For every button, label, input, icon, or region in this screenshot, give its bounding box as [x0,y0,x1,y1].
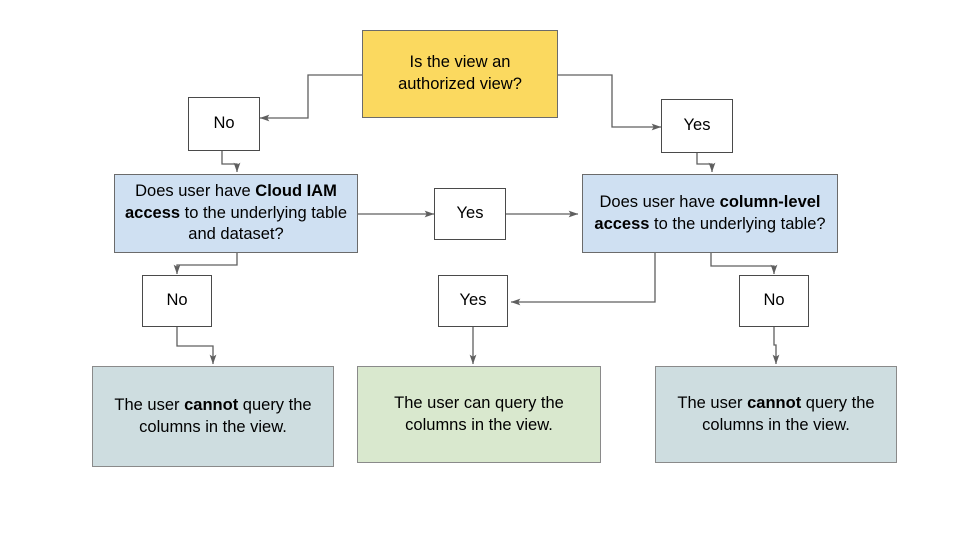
seg-bold-cannot-right: cannot [747,393,802,412]
seg-plain-9: query the columns in the view. [702,393,875,434]
decision-line-2: authorized view? [398,75,522,93]
result-cannot-query-right: The user cannot query the columns in the… [655,366,897,463]
label-no-left-text: No [166,291,188,310]
seg-plain-2: to the underlying table and dataset? [180,203,347,244]
edge-no-to-result-cannot-right [772,327,780,365]
seg-plain-8: The user [677,393,748,412]
seg-bold-cloud-iam: Cloud IAM access [124,181,337,222]
decision-column-level-access[interactable]: Does user have column-level access to th… [582,174,838,253]
label-no-right-text: No [763,291,785,310]
label-no-top[interactable]: No [188,97,260,151]
result-cannot-right-text: The user cannot query the columns in the… [656,393,896,437]
decision-cloud-iam-access[interactable]: Does user have Cloud IAM access to the u… [114,174,358,253]
edge-column-level-to-yes [510,253,656,306]
edge-cloud-iam-to-no [173,253,238,275]
edge-column-level-to-no [710,253,778,275]
result-cannot-left-text: The user cannot query the columns in the… [93,395,333,439]
label-yes-top[interactable]: Yes [661,99,733,153]
label-no-top-text: No [213,114,235,133]
label-no-left[interactable]: No [142,275,212,327]
result-can-text: The user can query the columns in the vi… [358,393,600,437]
result-cannot-query-left: The user cannot query the columns in the… [92,366,334,467]
seg-bold-cannot-left: cannot [184,395,239,414]
edge-yes-to-column-level [696,153,716,173]
seg-plain-4: to the underlying table? [649,214,826,233]
decision-column-level-text: Does user have column-level access to th… [583,192,837,236]
edge-no-to-result-cannot-left [176,327,217,365]
label-yes-bottom-text: Yes [459,291,487,310]
result-can-query: The user can query the columns in the vi… [357,366,601,463]
label-no-right[interactable]: No [739,275,809,327]
seg-plain-5: The user [114,395,185,414]
seg-plain-6: query the columns in the view. [139,395,312,436]
edge-authorized-to-no [259,74,362,122]
seg-bold-column-level: column-level access [594,192,821,233]
label-yes-bottom[interactable]: Yes [438,275,508,327]
label-yes-middle-text: Yes [456,204,484,223]
seg-plain-3: Does user have [599,192,720,211]
decision-is-authorized-view[interactable]: Is the view an authorized view? [362,30,558,118]
decision-cloud-iam-text: Does user have Cloud IAM access to the u… [115,181,357,246]
decision-line-1: Is the view an [409,53,511,72]
edge-no-to-cloud-iam [221,151,241,173]
seg-plain-7: The user can query the columns in the vi… [394,393,564,434]
label-yes-top-text: Yes [683,116,711,135]
edge-authorized-to-yes [558,74,662,131]
label-yes-middle[interactable]: Yes [434,188,506,240]
seg-plain-1: Does user have [135,181,256,200]
